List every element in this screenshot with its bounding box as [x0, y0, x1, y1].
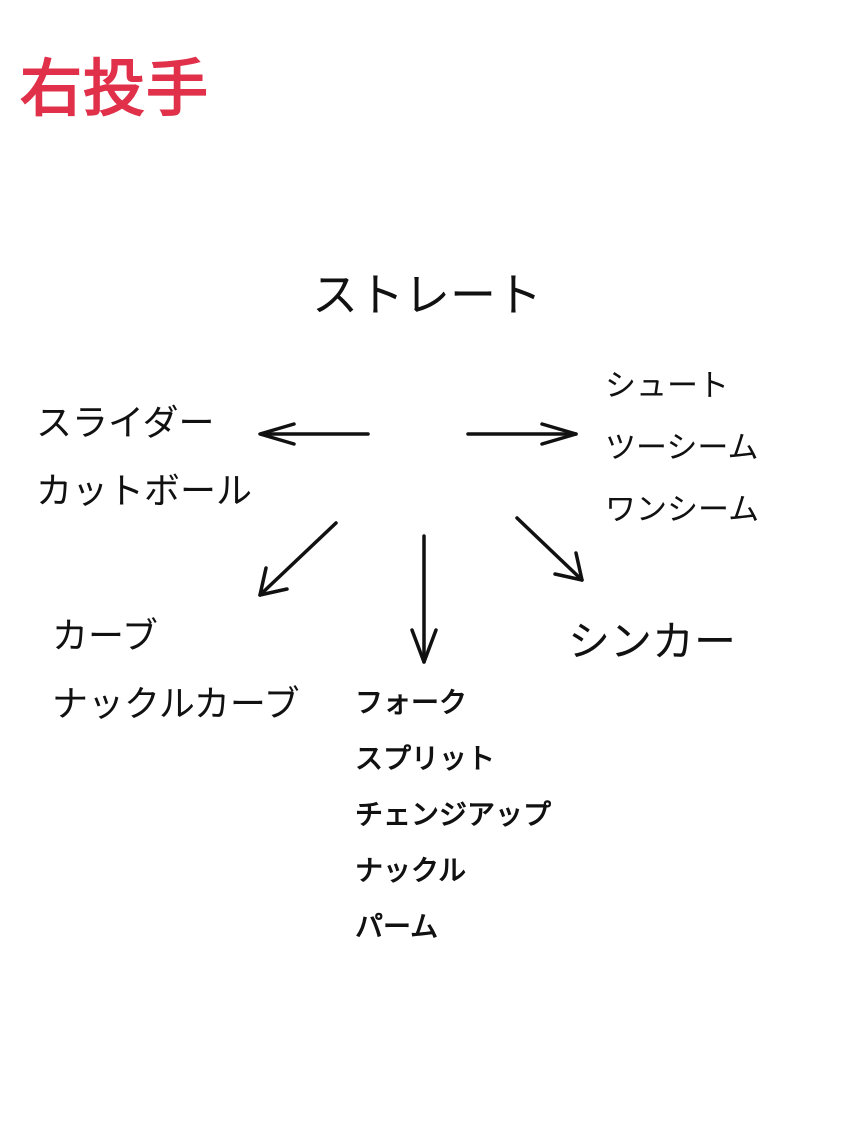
pitch-label-palm: パーム — [355, 910, 439, 943]
pitch-label-shoot: シュート — [605, 368, 729, 404]
pitch-label-fork: フォーク — [355, 686, 468, 719]
pitch-label-cutball: カットボール — [36, 471, 253, 512]
pitch-label-two-seam: ツーシーム — [605, 430, 759, 466]
pitch-label-sinker: シンカー — [568, 617, 737, 666]
pitch-label-knuckle: ナックル — [355, 854, 467, 887]
arrow-right-icon — [466, 422, 578, 446]
fork-group: フォーク スプリット チェンジアップ ナックル パーム — [355, 684, 551, 964]
arrow-down-right-icon — [515, 516, 584, 582]
pitch-label-split: スプリット — [355, 742, 496, 775]
arrow-down-icon — [410, 534, 438, 664]
diagram-title: 右投手 — [20, 52, 210, 125]
pitch-label-curve: カーブ — [52, 616, 158, 657]
pitch-label-slider: スライダー — [36, 403, 215, 444]
sinker-group: シンカー — [568, 618, 736, 674]
pitch-label-changeup: チェンジアップ — [355, 798, 552, 831]
arrow-left-icon — [258, 422, 370, 446]
pitch-label-one-seam: ワンシーム — [605, 492, 760, 528]
shoot-group: シュート ツーシーム ワンシーム — [605, 366, 759, 552]
pitch-label-knuckle-curve: ナックルカーブ — [52, 684, 300, 725]
arrow-down-left-icon — [258, 521, 338, 597]
center-pitch-label: ストレート — [312, 268, 542, 322]
slider-group: スライダー カットボール — [36, 400, 252, 536]
curve-group: カーブ ナックルカーブ — [52, 614, 300, 750]
